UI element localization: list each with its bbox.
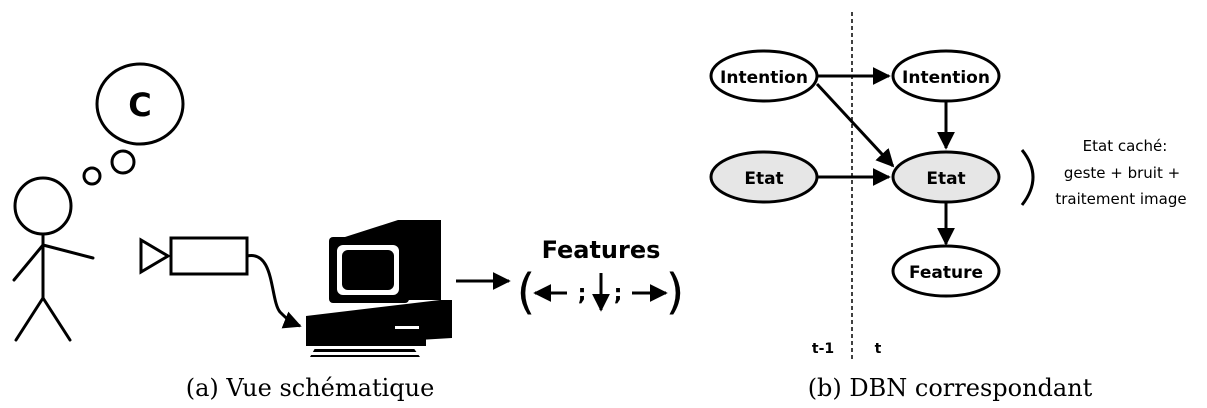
hidden-state-note-line-1: Etat caché: <box>1083 137 1168 155</box>
thought-letter: C <box>128 86 151 124</box>
camera-body <box>169 236 249 276</box>
node-etat-curr: Etat <box>891 150 1001 204</box>
node-intention-curr-label: Intention <box>902 68 990 88</box>
figure-arm-left <box>12 243 45 282</box>
camera <box>139 236 302 329</box>
figure-head <box>13 176 73 236</box>
node-feature-label: Feature <box>909 263 983 283</box>
thought-dot-small <box>82 166 102 186</box>
camera-lens <box>139 237 171 275</box>
hidden-state-note-line-2: geste + bruit + <box>1064 164 1180 182</box>
caption-a: (a) Vue schématique <box>186 374 435 402</box>
time-label-curr: t <box>875 341 882 357</box>
node-intention-prev: Intention <box>709 49 819 103</box>
computer-icon <box>306 220 452 357</box>
features-separator-2: ; <box>614 281 623 306</box>
time-label-prev: t-1 <box>812 341 834 357</box>
edge-intention-prev-to-etat-curr <box>815 82 895 168</box>
stick-figure <box>12 176 95 342</box>
features-open-paren: ( <box>517 264 536 320</box>
figure-leg-left <box>14 296 45 342</box>
caption-b: (b) DBN correspondant <box>808 374 1093 402</box>
thought-dot-large <box>110 149 136 175</box>
panel-a: C <box>12 62 685 402</box>
panel-b: t-1 t Intention Intention Etat Etat <box>709 12 1187 402</box>
thought-bubble: C <box>82 62 185 186</box>
features-vector: Features ( ) ; ; <box>517 236 685 320</box>
node-etat-curr-label: Etat <box>926 169 965 189</box>
features-separator-1: ; <box>578 281 587 306</box>
hidden-state-note-line-3: traitement image <box>1055 190 1186 208</box>
camera-cable-arrow <box>246 254 302 329</box>
node-intention-curr: Intention <box>891 49 1001 103</box>
features-title: Features <box>542 236 661 264</box>
features-close-paren: ) <box>666 264 685 320</box>
node-etat-prev-label: Etat <box>744 169 783 189</box>
figure-leg-right <box>41 296 72 342</box>
dbn-edges <box>815 67 955 246</box>
node-intention-prev-label: Intention <box>720 68 808 88</box>
figure-arm-right <box>41 243 95 260</box>
node-feature: Feature <box>891 244 1001 298</box>
node-etat-prev: Etat <box>709 150 819 204</box>
hidden-state-bracket <box>1020 149 1035 206</box>
